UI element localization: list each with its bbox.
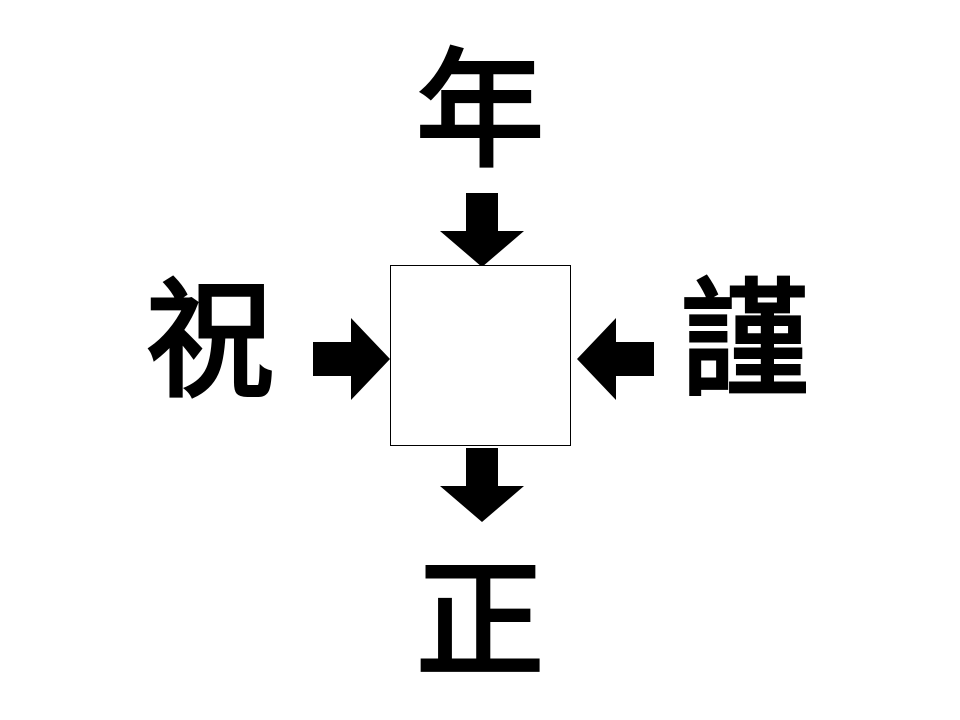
arrow-down-icon xyxy=(440,193,524,267)
left-kanji: 祝 xyxy=(145,267,274,416)
arrow-right-icon xyxy=(313,318,390,400)
bottom-kanji: 正 xyxy=(415,547,544,696)
arrow-left-icon xyxy=(577,318,654,400)
arrow-down-icon xyxy=(440,448,524,522)
top-kanji: 年 xyxy=(415,37,544,186)
answer-box[interactable] xyxy=(390,265,571,446)
right-kanji: 謹 xyxy=(680,267,809,416)
